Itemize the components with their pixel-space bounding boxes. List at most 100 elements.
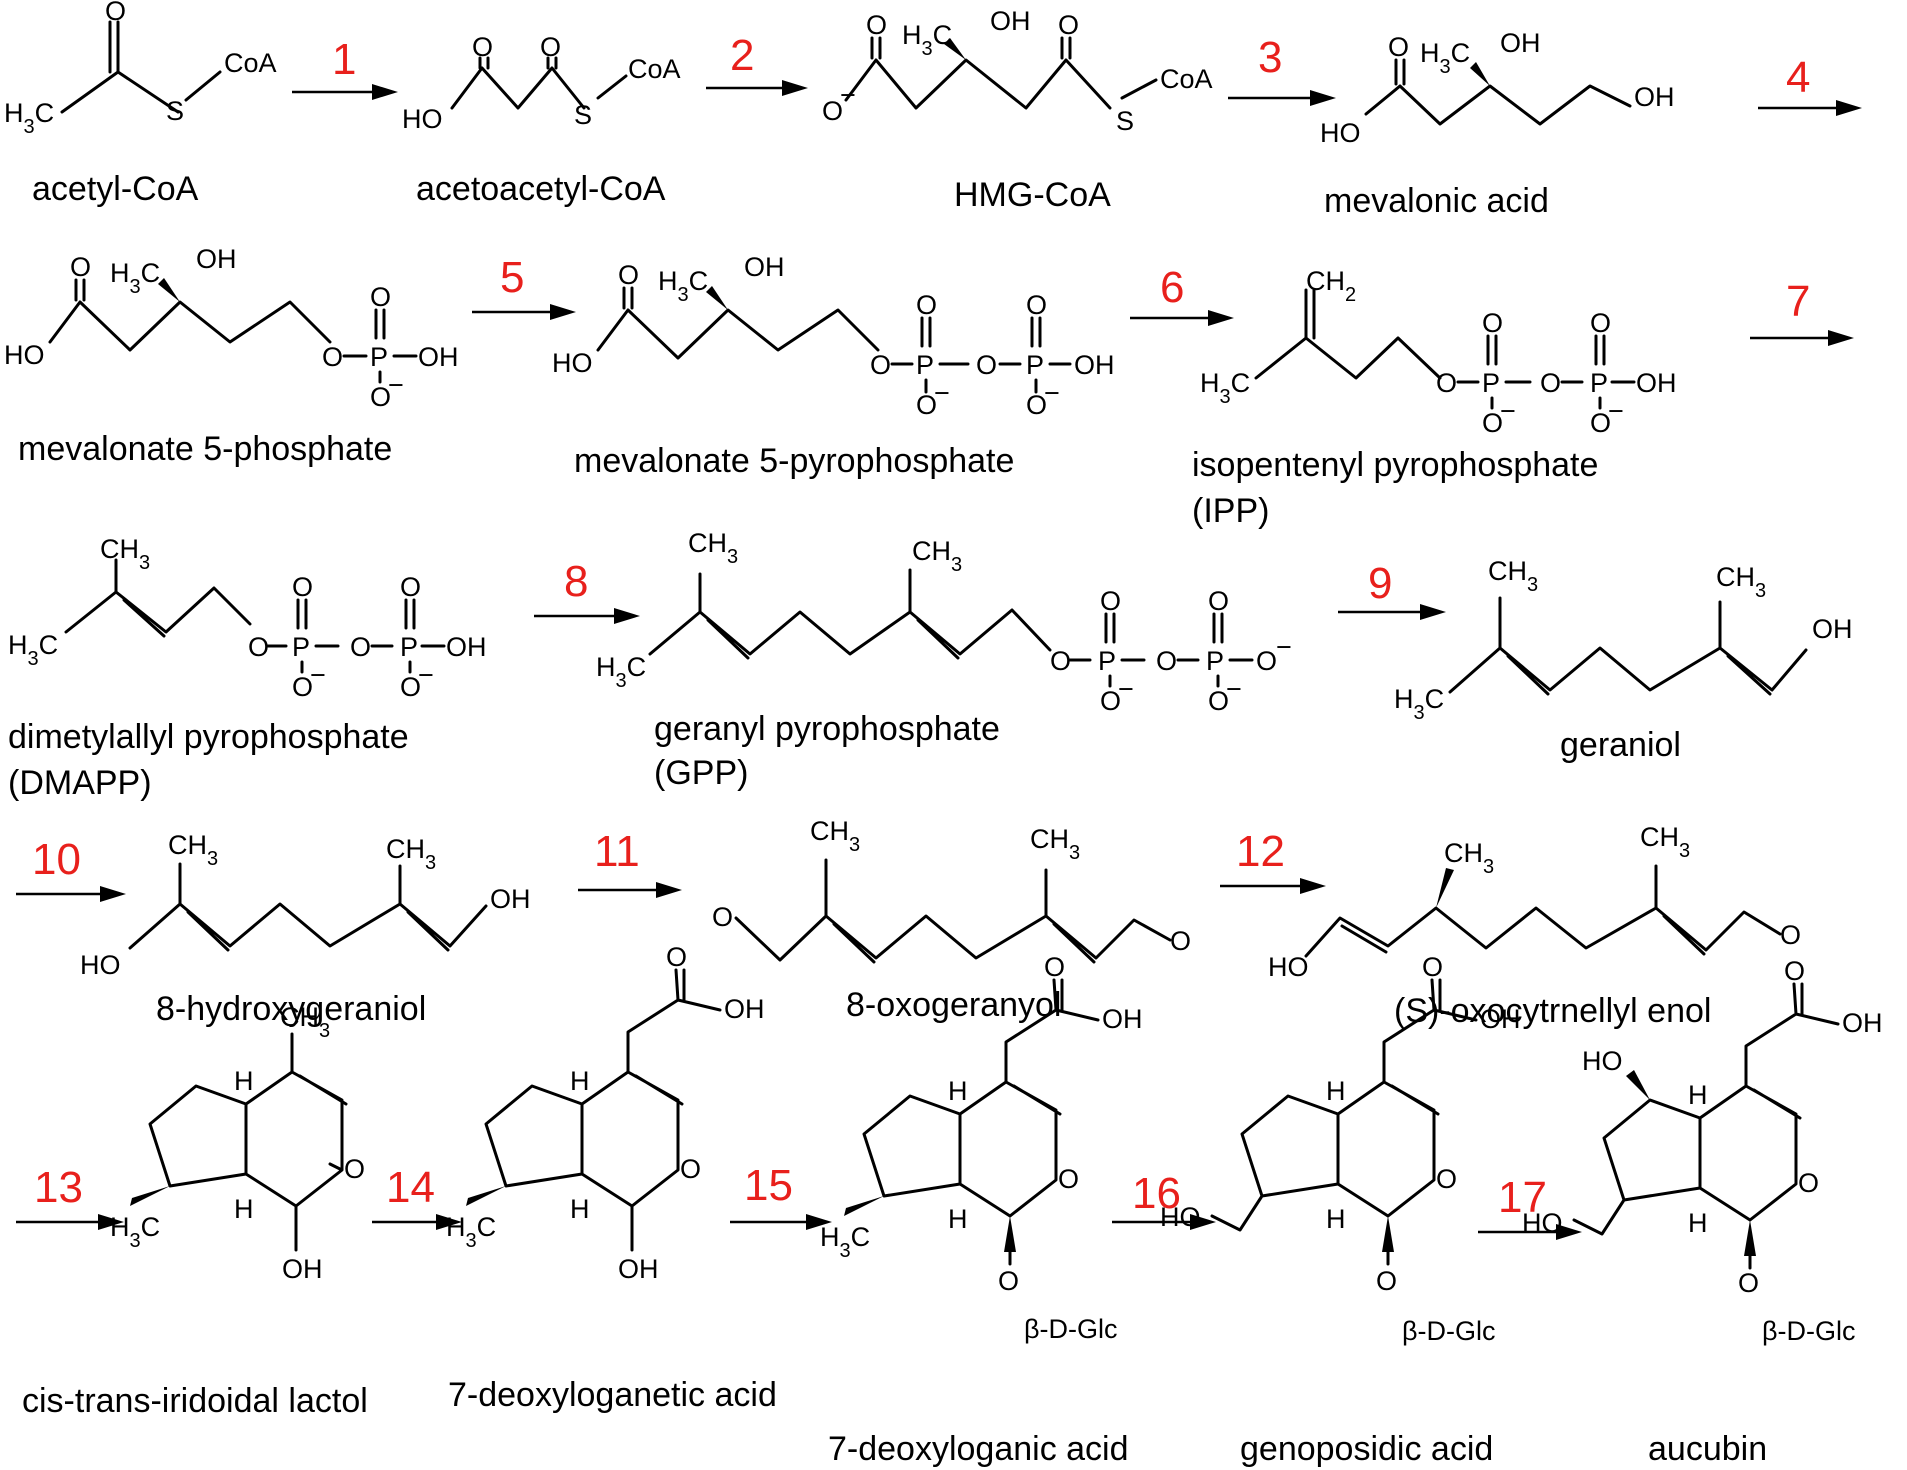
atom-label: O [1422, 952, 1443, 982]
step-number: 17 [1498, 1173, 1547, 1222]
atom-label: P [400, 632, 418, 662]
atom-label: O [916, 290, 937, 320]
atom-label: CoA [1160, 64, 1213, 94]
atom-label: OH [1074, 350, 1115, 380]
atom-label: OH [744, 252, 785, 282]
compound-name-7-deoxyloganetic-acid: 7-deoxyloganetic acid [448, 1376, 777, 1414]
atom-label: OH [196, 244, 237, 274]
atom-label: HO [552, 348, 593, 378]
atom-label: CH3 [1030, 824, 1080, 864]
atom-label: − [1276, 632, 1292, 662]
reaction-arrow-2 [706, 80, 808, 96]
atom-label: OH [618, 1254, 659, 1284]
atom-label: H3C [446, 1212, 496, 1252]
atom-label: O [618, 260, 639, 290]
reaction-arrow-4 [1758, 100, 1862, 116]
reaction-arrow-17 [1478, 1224, 1582, 1240]
atom-label: P [916, 350, 934, 380]
atom-label: O [344, 1154, 365, 1184]
atom-label: H3C [596, 652, 646, 692]
compound-name-genoposidic-acid: genoposidic acid [1240, 1430, 1493, 1468]
atom-label: O [1540, 368, 1561, 398]
atom-label: O [666, 942, 687, 972]
atom-label: P [370, 342, 388, 372]
atom-label: HO [80, 950, 121, 980]
atom-label: HO [1320, 118, 1361, 148]
step-number: 4 [1786, 53, 1810, 102]
step-number: 11 [594, 827, 640, 876]
atom-label: H [234, 1194, 254, 1224]
atom-label: OH [1842, 1008, 1883, 1038]
structure-gpp: CH3 CH3 H3C O P O O − O P O O − O − [596, 528, 1292, 716]
atom-label: O [370, 382, 391, 412]
atom-label: P [1482, 368, 1500, 398]
atom-label: O [822, 96, 843, 126]
reaction-arrow-6 [1130, 310, 1234, 326]
atom-label: O [1780, 920, 1801, 950]
structure-mevalonate-5-phosphate: HO O H3C OH O P O OH O − [4, 244, 459, 412]
reaction-arrow-13 [16, 1214, 124, 1230]
atom-label: O [1590, 308, 1611, 338]
atom-label: CH3 [810, 816, 860, 856]
atom-label: O [540, 32, 561, 62]
atom-label: O [1100, 586, 1121, 616]
atom-label: O [400, 572, 421, 602]
reaction-arrow-9 [1338, 604, 1446, 620]
atom-label: O [1026, 390, 1047, 420]
atom-label: H3C [1394, 684, 1444, 724]
atom-label: O [1170, 926, 1191, 956]
reaction-arrow-3 [1228, 90, 1336, 106]
atom-label: O [870, 350, 891, 380]
atom-label: HO [1268, 952, 1309, 982]
structure-acetyl-coa: H3C O S CoA [4, 0, 277, 138]
atom-label: β-D-Glc [1762, 1316, 1856, 1346]
atom-label: H3C [110, 258, 160, 298]
structure-acetoacetyl-coa: HO O O S CoA [402, 32, 681, 134]
atom-label: H3C [1420, 38, 1470, 78]
atom-label: S [574, 100, 592, 130]
atom-label: O [1044, 952, 1065, 982]
atom-label: OH [282, 1254, 323, 1284]
atom-label: CoA [628, 54, 681, 84]
atom-label: H3C [902, 20, 952, 60]
step-number: 16 [1132, 1169, 1181, 1218]
compound-name-s-oxocytrnellyl-enol: (S)-oxocytrnellyl enol [1394, 992, 1711, 1030]
atom-label: H3C [110, 1212, 160, 1252]
atom-label: CH3 [100, 534, 150, 574]
step-number: 3 [1258, 33, 1282, 82]
compound-name-hmg-coa: HMG-CoA [954, 176, 1111, 214]
atom-label: OH [1812, 614, 1853, 644]
compound-name-aucubin: aucubin [1648, 1430, 1767, 1468]
structure-ipp: CH2 H3C O P O O − O P O O − OH [1200, 266, 1677, 438]
atom-label: OH [418, 342, 459, 372]
compound-name-cis-trans-iridoidal-lactol: cis-trans-iridoidal lactol [22, 1382, 368, 1420]
atom-label: O [472, 32, 493, 62]
atom-label: O [1050, 646, 1071, 676]
atom-label: CH3 [1444, 838, 1494, 878]
atom-label: P [1026, 350, 1044, 380]
compound-name-7-deoxyloganic-acid: 7-deoxyloganic acid [828, 1430, 1129, 1468]
atom-label: CH2 [1306, 266, 1356, 306]
atom-label: O [105, 0, 126, 26]
step-number: 1 [332, 35, 356, 84]
compound-name-8-hydroxygeraniol: 8-hydroxygeraniol [156, 990, 426, 1028]
atom-label: H [1326, 1204, 1346, 1234]
atom-label: H [570, 1066, 590, 1096]
structure-7-deoxyloganic-acid: O OH H H O H3C O β-D-Glc [820, 952, 1143, 1344]
atom-label: H [1326, 1076, 1346, 1106]
reaction-arrow-8 [534, 608, 640, 624]
compound-name-acetyl-coa: acetyl-CoA [32, 170, 199, 208]
atom-label: − [934, 378, 950, 408]
atom-label: OH [1480, 1004, 1521, 1034]
atom-label: CH3 [688, 528, 738, 568]
compound-abbr-ipp: (IPP) [1192, 492, 1269, 530]
atom-label: O [322, 342, 343, 372]
step-number: 14 [386, 1163, 435, 1212]
atom-label: OH [1102, 1004, 1143, 1034]
atom-label: O [680, 1154, 701, 1184]
reaction-arrow-16 [1112, 1214, 1216, 1230]
atom-label: OH [724, 994, 765, 1024]
atom-label: β-D-Glc [1402, 1316, 1496, 1346]
compound-name-geraniol: geraniol [1560, 726, 1681, 764]
atom-label: O [70, 252, 91, 282]
